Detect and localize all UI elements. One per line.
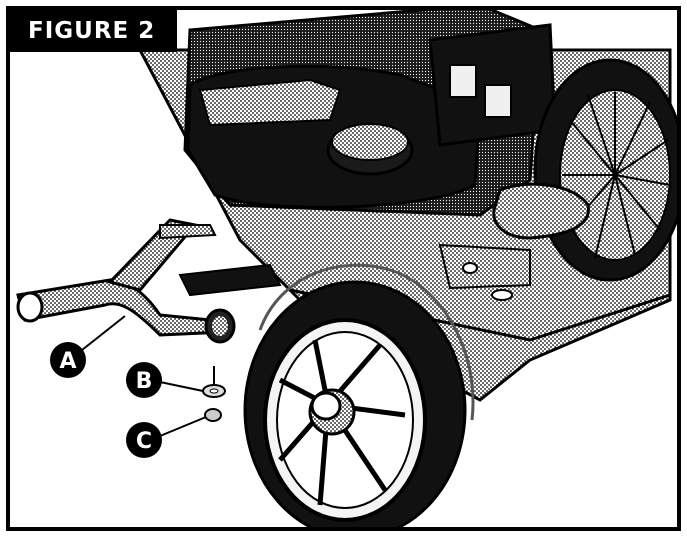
- starter-handle: [492, 182, 590, 240]
- wheel: [243, 263, 475, 527]
- callout-a: A: [50, 342, 86, 378]
- callout-a-label: A: [59, 349, 76, 374]
- callout-leaders: [81, 315, 207, 437]
- mounting-bracket: [438, 243, 531, 301]
- callout-b: B: [126, 362, 162, 398]
- figure-frame: FIGURE 2: [6, 6, 681, 531]
- leg-tube: [16, 218, 282, 344]
- callout-c-label: C: [136, 429, 152, 454]
- pressure-washer-illustration: A B C: [16, 10, 677, 527]
- control-panel: [428, 23, 557, 147]
- bolt-and-washer: [202, 366, 226, 422]
- figure-label: FIGURE 2: [10, 10, 178, 52]
- callout-c: C: [126, 422, 162, 458]
- flywheel-grille: [533, 58, 677, 282]
- callout-b-label: B: [136, 369, 153, 394]
